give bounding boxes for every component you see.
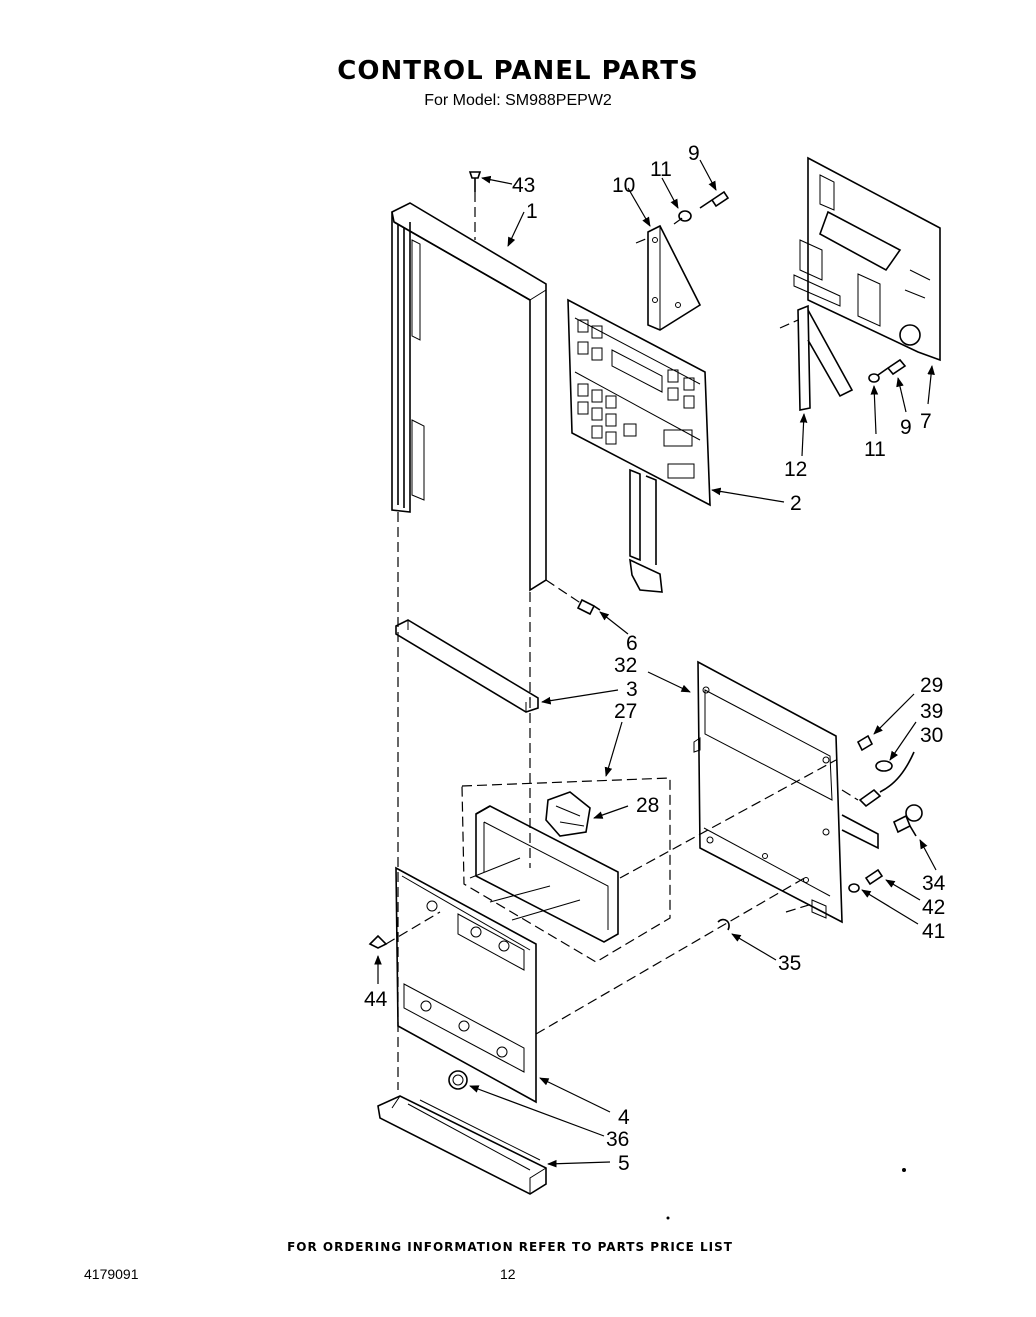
callout-1: 1 <box>526 200 538 223</box>
callout-6: 6 <box>626 632 638 655</box>
part-1-console-frame <box>391 202 547 592</box>
part-7-control-board <box>793 156 941 362</box>
callout-12: 12 <box>784 458 807 481</box>
callout-leaders <box>374 159 937 1168</box>
callout-34: 34 <box>922 872 946 895</box>
callout-4: 4 <box>618 1106 630 1129</box>
callout-42: 42 <box>922 896 945 919</box>
part-28-switch <box>545 791 591 837</box>
part-11-washer-top <box>678 210 692 222</box>
callout-29: 29 <box>920 674 943 697</box>
page-number: 12 <box>500 1266 516 1282</box>
part-2-touch-panel <box>567 298 711 593</box>
part-11-washer-right <box>868 373 880 383</box>
callout-labels: 43 1 11 9 10 2 12 11 9 7 6 32 3 27 29 39… <box>364 142 946 1175</box>
callout-7: 7 <box>920 410 932 433</box>
callout-39: 39 <box>920 700 943 723</box>
callout-32: 32 <box>614 654 637 677</box>
part-9-screw-right <box>877 358 907 376</box>
part-39-clip <box>875 760 893 772</box>
part-30-wire-harness <box>858 751 915 808</box>
callout-44: 44 <box>364 988 388 1011</box>
callout-35: 35 <box>778 952 801 975</box>
callout-11-right: 11 <box>864 438 886 461</box>
alignment-lines <box>385 192 859 1090</box>
part-29-connector <box>856 734 874 752</box>
part-10-bracket <box>647 224 702 331</box>
callout-5: 5 <box>618 1152 630 1175</box>
part-32-mounting-panel <box>693 660 879 924</box>
callout-2: 2 <box>790 492 802 515</box>
callout-9-right: 9 <box>900 416 912 439</box>
part-36-knob <box>448 1070 468 1090</box>
document-number: 4179091 <box>84 1266 139 1282</box>
model-subtitle: For Model: SM988PEPW2 <box>424 92 612 109</box>
part-44-clip <box>368 934 388 949</box>
part-41-washer <box>848 883 860 893</box>
callout-11-top: 11 <box>650 158 672 181</box>
part-3-trim-strip <box>395 619 539 713</box>
callout-10: 10 <box>612 174 635 197</box>
callout-28: 28 <box>636 794 659 817</box>
switch-rods <box>469 857 581 921</box>
callout-43: 43 <box>512 174 535 197</box>
part-5-base-trim <box>377 1095 547 1195</box>
scan-specks <box>666 1168 906 1220</box>
ordering-note: FOR ORDERING INFORMATION REFER TO PARTS … <box>287 1240 733 1254</box>
part-4-front-panel <box>395 866 537 1104</box>
part-43-screw <box>468 171 482 192</box>
callout-30: 30 <box>920 724 943 747</box>
part-42-screw <box>864 868 884 886</box>
callout-41: 41 <box>922 920 945 943</box>
part-34-knob <box>892 804 923 837</box>
callout-9-top: 9 <box>688 142 700 165</box>
page-title: CONTROL PANEL PARTS <box>337 56 699 86</box>
callout-36: 36 <box>606 1128 629 1151</box>
part-9-screw-top <box>699 190 730 209</box>
part-6-screw <box>576 598 601 616</box>
part-35-clip <box>717 918 730 931</box>
callout-3: 3 <box>626 678 638 701</box>
part-12-bracket <box>797 304 854 411</box>
callout-27: 27 <box>614 700 637 723</box>
